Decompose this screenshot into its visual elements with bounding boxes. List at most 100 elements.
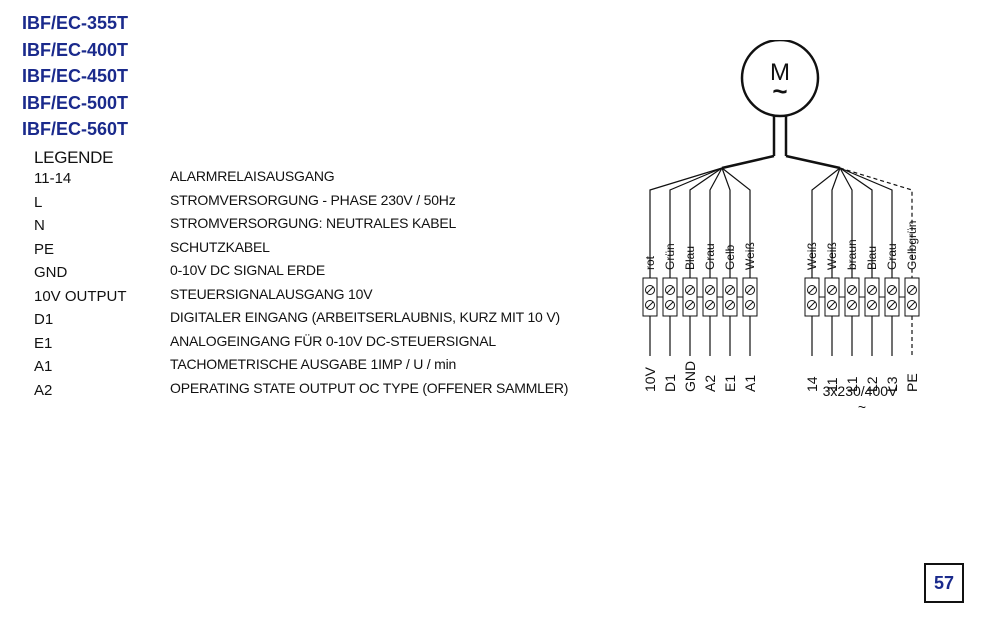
terminal-block <box>742 277 758 317</box>
screw-slot <box>746 286 754 294</box>
screw-slot <box>868 286 876 294</box>
terminal-label: A1 <box>742 375 758 392</box>
screw-slot <box>686 301 694 309</box>
screw-slot <box>868 301 876 309</box>
legend-code: E1 <box>34 334 53 352</box>
legend-code: PE <box>34 240 55 258</box>
wire <box>839 167 893 278</box>
wire <box>709 167 723 278</box>
wire <box>839 167 913 278</box>
legend-desc: SCHUTZKABEL <box>170 238 270 255</box>
wire <box>839 167 873 278</box>
terminal-label: A2 <box>702 375 718 392</box>
terminal-block <box>662 277 678 317</box>
motor-letter: M <box>770 59 790 86</box>
wire-color-label: Grün <box>663 243 677 270</box>
legend-code: D1 <box>34 311 54 328</box>
screw-slot <box>828 286 836 294</box>
screw-slot <box>888 301 896 309</box>
screw-slot <box>908 286 916 294</box>
wire <box>721 167 731 278</box>
terminal-block <box>642 277 658 317</box>
terminal-block <box>804 277 820 317</box>
wire-color-label: Gelb <box>723 244 737 270</box>
cable-split <box>721 154 775 170</box>
supply-ac-symbol: ~ <box>858 399 866 415</box>
legend-code: A1 <box>34 358 53 375</box>
legend-code: L <box>34 193 43 211</box>
legend-desc: STROMVERSORGUNG: NEUTRALES KABEL <box>170 215 457 231</box>
screw-slot <box>686 286 694 294</box>
model-name: IBF/EC-355T <box>22 13 129 33</box>
terminal-label: E1 <box>722 375 738 392</box>
legend-desc: STROMVERSORGUNG - PHASE 230V / 50Hz <box>170 191 456 208</box>
motor-ac-symbol: ~ <box>772 76 787 106</box>
screw-slot <box>908 301 916 309</box>
wire-color-label: Blau <box>865 246 879 270</box>
model-name: IBF/EC-450T <box>22 66 129 86</box>
legend-code: 11-14 <box>34 170 72 187</box>
wire-color-label: rot <box>643 255 657 270</box>
wire-color-label: Grau <box>703 243 717 270</box>
legend-code: 10V OUTPUT <box>34 287 127 305</box>
legend-code: N <box>34 217 45 234</box>
screw-slot <box>726 301 734 309</box>
model-list: IBF/EC-355T IBF/EC-400T IBF/EC-450T IBF/… <box>22 10 128 143</box>
screw-slot <box>888 286 896 294</box>
model-name: IBF/EC-500T <box>22 92 129 113</box>
legend-desc: TACHOMETRISCHE AUSGABE 1IMP / U / min <box>170 356 457 372</box>
terminal-block <box>844 277 860 317</box>
terminal-label: 14 <box>804 376 820 392</box>
wire-color-label: Grau <box>885 243 899 270</box>
wire-color-label: Weiß <box>825 242 839 270</box>
screw-slot <box>726 286 734 294</box>
screw-slot <box>646 301 654 309</box>
screw-slot <box>808 286 816 294</box>
legend-desc: ANALOGEINGANG FÜR 0-10V DC-STEUERSIGNAL <box>170 332 496 349</box>
wire <box>721 167 751 278</box>
screw-slot <box>666 301 674 309</box>
terminal-label: L3 <box>884 376 900 392</box>
cable-split <box>785 154 841 170</box>
wire <box>649 167 723 278</box>
wire-color-label: Gelbgrün <box>905 221 919 270</box>
screw-slot <box>848 286 856 294</box>
screw-slot <box>808 301 816 309</box>
wire <box>839 167 853 278</box>
terminal-block <box>904 277 920 317</box>
terminal-label: 11 <box>824 377 840 392</box>
legend-title: LEGENDE <box>34 148 114 167</box>
wire-color-label: Weiß <box>743 242 757 270</box>
terminal-block <box>824 277 840 317</box>
motor-symbol <box>740 40 820 118</box>
model-name: IBF/EC-400T <box>22 39 129 60</box>
screw-slot <box>706 286 714 294</box>
screw-slot <box>848 301 856 309</box>
wire-color-label: Blau <box>683 246 697 270</box>
terminal-label: PE <box>904 373 920 392</box>
terminal-label: 10V <box>642 366 658 392</box>
terminal-block <box>722 277 738 317</box>
screw-slot <box>828 301 836 309</box>
screw-slot <box>706 301 714 309</box>
wire-color-label: Weiß <box>805 242 819 270</box>
screw-slot <box>666 286 674 294</box>
legend-code: GND <box>34 264 68 281</box>
page-number: 57 <box>924 563 964 603</box>
legend-desc: DIGITALER EINGANG (ARBEITSERLAUBNIS, KUR… <box>170 309 560 325</box>
wire-color-label: braun <box>845 239 859 270</box>
terminal-block <box>702 277 718 317</box>
terminal-label: L1 <box>844 376 860 392</box>
terminal-block <box>682 277 698 317</box>
right-wire-group: Weiß14Weiß11braunL1BlauL2GrauL3GelbgrünP… <box>804 167 920 392</box>
wire <box>831 167 841 278</box>
terminal-label: D1 <box>662 374 678 392</box>
legend-desc: OPERATING STATE OUTPUT OC TYPE (OFFENER … <box>170 379 569 396</box>
terminal-label: GND <box>682 361 698 392</box>
wire <box>811 167 841 278</box>
legend-desc: ALARMRELAISAUSGANG <box>170 168 335 184</box>
screw-slot <box>746 301 754 309</box>
model-name: IBF/EC-560T <box>22 119 129 139</box>
